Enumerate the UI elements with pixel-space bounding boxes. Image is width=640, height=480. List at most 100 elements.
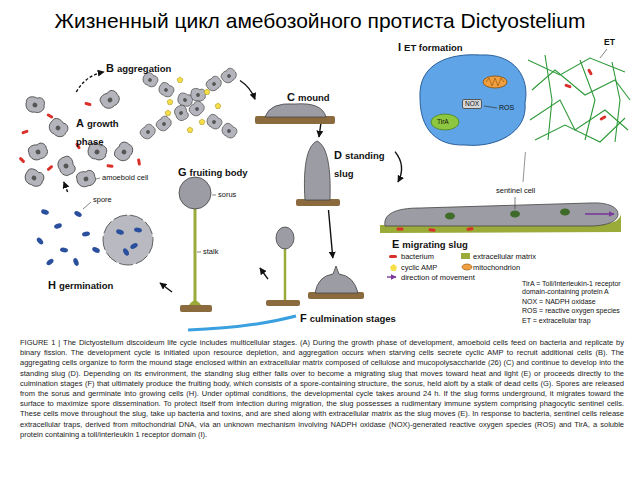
et-formation-illustration-part bbox=[483, 76, 507, 88]
aggregation-cells bbox=[138, 66, 239, 141]
zoom-line bbox=[523, 152, 525, 182]
stage-name: migrating slug bbox=[402, 239, 467, 250]
legend-text: extracellular matrix bbox=[473, 252, 536, 261]
part-label: spore bbox=[93, 195, 112, 204]
growth-phase-cells-part bbox=[46, 116, 70, 140]
stage-letter: C bbox=[287, 91, 295, 103]
culmination-illustration-part bbox=[284, 247, 287, 300]
et-formation-illustration-part bbox=[420, 55, 526, 146]
aggregation-cells-part bbox=[204, 89, 210, 94]
stage-letter: F bbox=[300, 312, 307, 324]
et-formation-illustration-part-part bbox=[580, 60, 595, 140]
stage-name: ET formation bbox=[404, 42, 463, 53]
germination-illustration-part bbox=[53, 222, 62, 229]
legend-text: bacterium bbox=[401, 252, 434, 261]
cycle-arrow bbox=[76, 72, 104, 92]
standing-slug-illustration bbox=[296, 141, 340, 206]
protein-label: TirA bbox=[437, 118, 449, 126]
stage-node: Fculmination stages bbox=[268, 258, 412, 328]
aggregation-cells-part bbox=[187, 127, 193, 132]
legend-text: direction of movement bbox=[401, 273, 475, 282]
stage-label: Gfruiting body bbox=[178, 162, 258, 180]
stage-node: IET formation bbox=[395, 35, 632, 152]
et-formation-illustration-part bbox=[587, 68, 593, 76]
legend-swatch bbox=[390, 264, 397, 271]
aggregation-cells-part bbox=[165, 110, 171, 115]
part-label: ET bbox=[604, 37, 615, 47]
stage-label: Dstanding slug bbox=[334, 145, 392, 182]
migrating-slug-illustration-part bbox=[560, 209, 570, 216]
stage-node: Agrowth phase bbox=[20, 92, 145, 182]
growth-phase-cells-part bbox=[46, 113, 54, 119]
part-label: sentinel cell bbox=[496, 186, 535, 195]
aggregation-cells-part bbox=[215, 103, 221, 108]
germination-illustration-part bbox=[72, 257, 79, 266]
stage-name: culmination stages bbox=[310, 313, 396, 324]
aggregation-cells-part bbox=[177, 77, 183, 82]
germination-illustration-part bbox=[73, 210, 82, 218]
aggregation-cells-part bbox=[154, 114, 173, 133]
growth-phase-cells-part bbox=[18, 156, 25, 163]
et-formation-illustration-part-part bbox=[545, 55, 552, 140]
et-formation-illustration bbox=[420, 49, 630, 145]
germination-illustration-part bbox=[83, 202, 91, 209]
germination-illustration-part bbox=[96, 178, 100, 179]
fruiting-body-illustration-part bbox=[212, 195, 216, 196]
culmination-illustration-part bbox=[188, 316, 296, 330]
stage-label: Emigrating slug bbox=[392, 234, 512, 252]
growth-phase-cells-part bbox=[22, 166, 46, 189]
migrating-slug-illustration-part bbox=[385, 203, 618, 226]
fruiting-body-illustration-part bbox=[180, 305, 212, 312]
aggregation-cells-part bbox=[167, 99, 173, 104]
et-formation-illustration-part bbox=[599, 115, 607, 121]
germination-illustration-part bbox=[115, 228, 124, 235]
aggregation-cells-part bbox=[219, 66, 238, 85]
stage-name: mound bbox=[298, 92, 330, 103]
et-formation-illustration-part bbox=[484, 106, 497, 108]
stage-node: Cmound bbox=[255, 86, 349, 124]
growth-phase-cells-part bbox=[76, 169, 97, 188]
aggregation-cells-part bbox=[138, 122, 157, 141]
standing-slug-illustration-part bbox=[304, 141, 330, 200]
growth-phase-cells-part bbox=[112, 140, 136, 164]
growth-phase-cells-part bbox=[137, 158, 141, 165]
et-formation-illustration-part-part bbox=[532, 70, 630, 100]
aggregation-cells-part bbox=[199, 119, 205, 124]
stage-label: IET formation bbox=[398, 37, 518, 55]
germination-illustration-part bbox=[60, 247, 69, 253]
stage-node: Dstanding slug bbox=[300, 137, 395, 210]
stage-node: Gfruiting body bbox=[172, 160, 260, 310]
migrating-slug-illustration-part bbox=[428, 228, 435, 232]
growth-phase-cells-part bbox=[98, 88, 122, 111]
stage-letter: E bbox=[392, 238, 399, 250]
figure-caption: FIGURE 1 | The Dictyostelium discoideum … bbox=[20, 338, 624, 440]
figure-title: Жизненный цикл амебозойного протиста Dic… bbox=[0, 8, 640, 33]
cycle-arrow bbox=[395, 152, 402, 182]
aggregation-cells-part bbox=[190, 87, 207, 102]
germination-illustration-part bbox=[103, 215, 153, 265]
cycle-arrow bbox=[160, 283, 172, 292]
et-formation-illustration-part bbox=[564, 83, 572, 88]
et-formation-illustration-part bbox=[486, 78, 504, 86]
legend-swatch bbox=[389, 255, 397, 258]
et-formation-illustration-part-part bbox=[530, 100, 628, 130]
culmination-illustration-part bbox=[266, 300, 300, 306]
migrating-slug-illustration bbox=[380, 197, 621, 233]
germination-illustration-part bbox=[40, 208, 49, 215]
stage-letter: H bbox=[48, 279, 56, 291]
germination-illustration-part bbox=[91, 246, 100, 254]
aggregation-cells-part bbox=[205, 112, 224, 131]
germination-illustration-part bbox=[36, 236, 45, 245]
et-formation-illustration-part bbox=[600, 49, 607, 58]
enzyme-tag: NOX bbox=[462, 99, 482, 109]
germination-illustration bbox=[36, 178, 153, 267]
part-label: stalk bbox=[203, 247, 218, 256]
germination-illustration-part bbox=[122, 247, 130, 256]
et-formation-illustration-part-part bbox=[528, 58, 625, 75]
stage-letter: D bbox=[334, 149, 342, 161]
et-formation-illustration-part-part bbox=[535, 118, 625, 142]
legend-samples-part bbox=[387, 276, 396, 277]
legend-swatch bbox=[461, 253, 470, 259]
et-formation-illustration-part bbox=[431, 114, 459, 130]
stage-label: Baggregation bbox=[106, 58, 226, 76]
